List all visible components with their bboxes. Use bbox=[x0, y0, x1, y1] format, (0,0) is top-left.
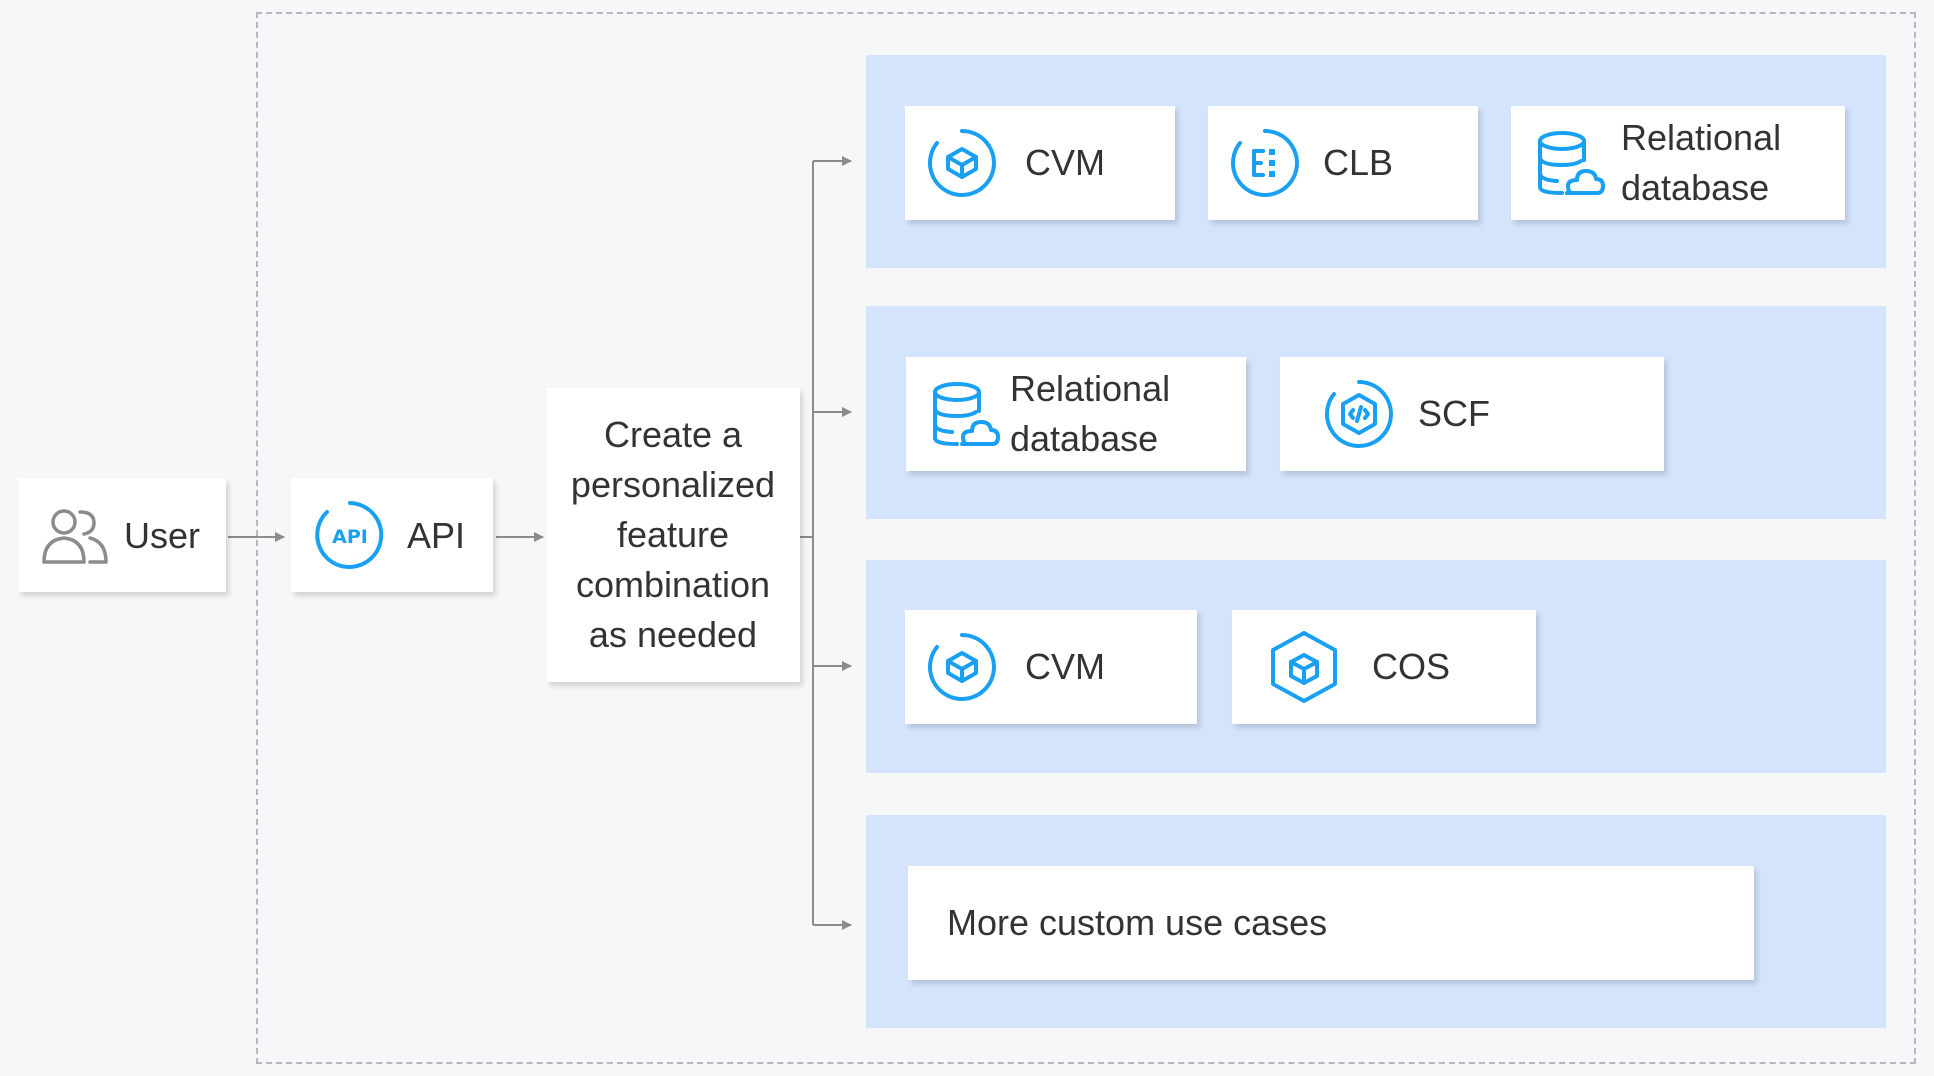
combination-card: Create a personalized feature combinatio… bbox=[546, 388, 800, 682]
svg-text:API: API bbox=[332, 526, 368, 548]
service-card-relational-database: Relational database bbox=[906, 357, 1246, 471]
service-card-relational-database: Relational database bbox=[1511, 106, 1845, 220]
combination-line-2: personalized bbox=[570, 464, 776, 505]
more-use-cases-label: More custom use cases bbox=[947, 902, 1328, 943]
service-label: Relational database bbox=[1621, 113, 1781, 213]
service-card-cvm: CVM bbox=[905, 106, 1175, 220]
cos-icon bbox=[1271, 631, 1337, 703]
api-icon: API bbox=[315, 501, 384, 569]
combination-line-1: Create a bbox=[603, 414, 743, 455]
service-card-cvm: CVM bbox=[905, 610, 1197, 724]
service-label: CVM bbox=[1025, 142, 1105, 183]
service-label: COS bbox=[1372, 646, 1451, 687]
combination-line-5: as needed bbox=[588, 614, 758, 655]
service-label-line-1: Relational bbox=[1621, 117, 1782, 158]
more-use-cases-card: More custom use cases bbox=[908, 866, 1754, 980]
database-icon bbox=[1538, 131, 1605, 195]
combination-line-4: combination bbox=[575, 564, 771, 605]
combination-line-3: feature bbox=[616, 514, 730, 555]
user-label: User bbox=[124, 515, 201, 556]
service-label-line-2: database bbox=[1010, 418, 1159, 459]
service-card-scf: SCF bbox=[1280, 357, 1664, 471]
service-card-clb: CLB bbox=[1208, 106, 1478, 220]
service-label-line-2: database bbox=[1621, 167, 1770, 208]
user-card: User bbox=[18, 478, 226, 592]
database-icon bbox=[933, 382, 1000, 446]
service-card-cos: COS bbox=[1232, 610, 1536, 724]
service-label: Relational database bbox=[1010, 364, 1170, 464]
cvm-icon bbox=[928, 633, 996, 701]
clb-icon bbox=[1231, 129, 1299, 197]
scf-icon bbox=[1325, 380, 1393, 448]
users-icon bbox=[42, 509, 108, 564]
cvm-icon bbox=[928, 129, 996, 197]
api-label: API bbox=[407, 515, 466, 556]
api-card: API API bbox=[291, 478, 493, 592]
service-label: SCF bbox=[1418, 393, 1490, 434]
service-label: CVM bbox=[1025, 646, 1105, 687]
service-label: CLB bbox=[1323, 142, 1394, 183]
service-label-line-1: Relational bbox=[1010, 368, 1171, 409]
